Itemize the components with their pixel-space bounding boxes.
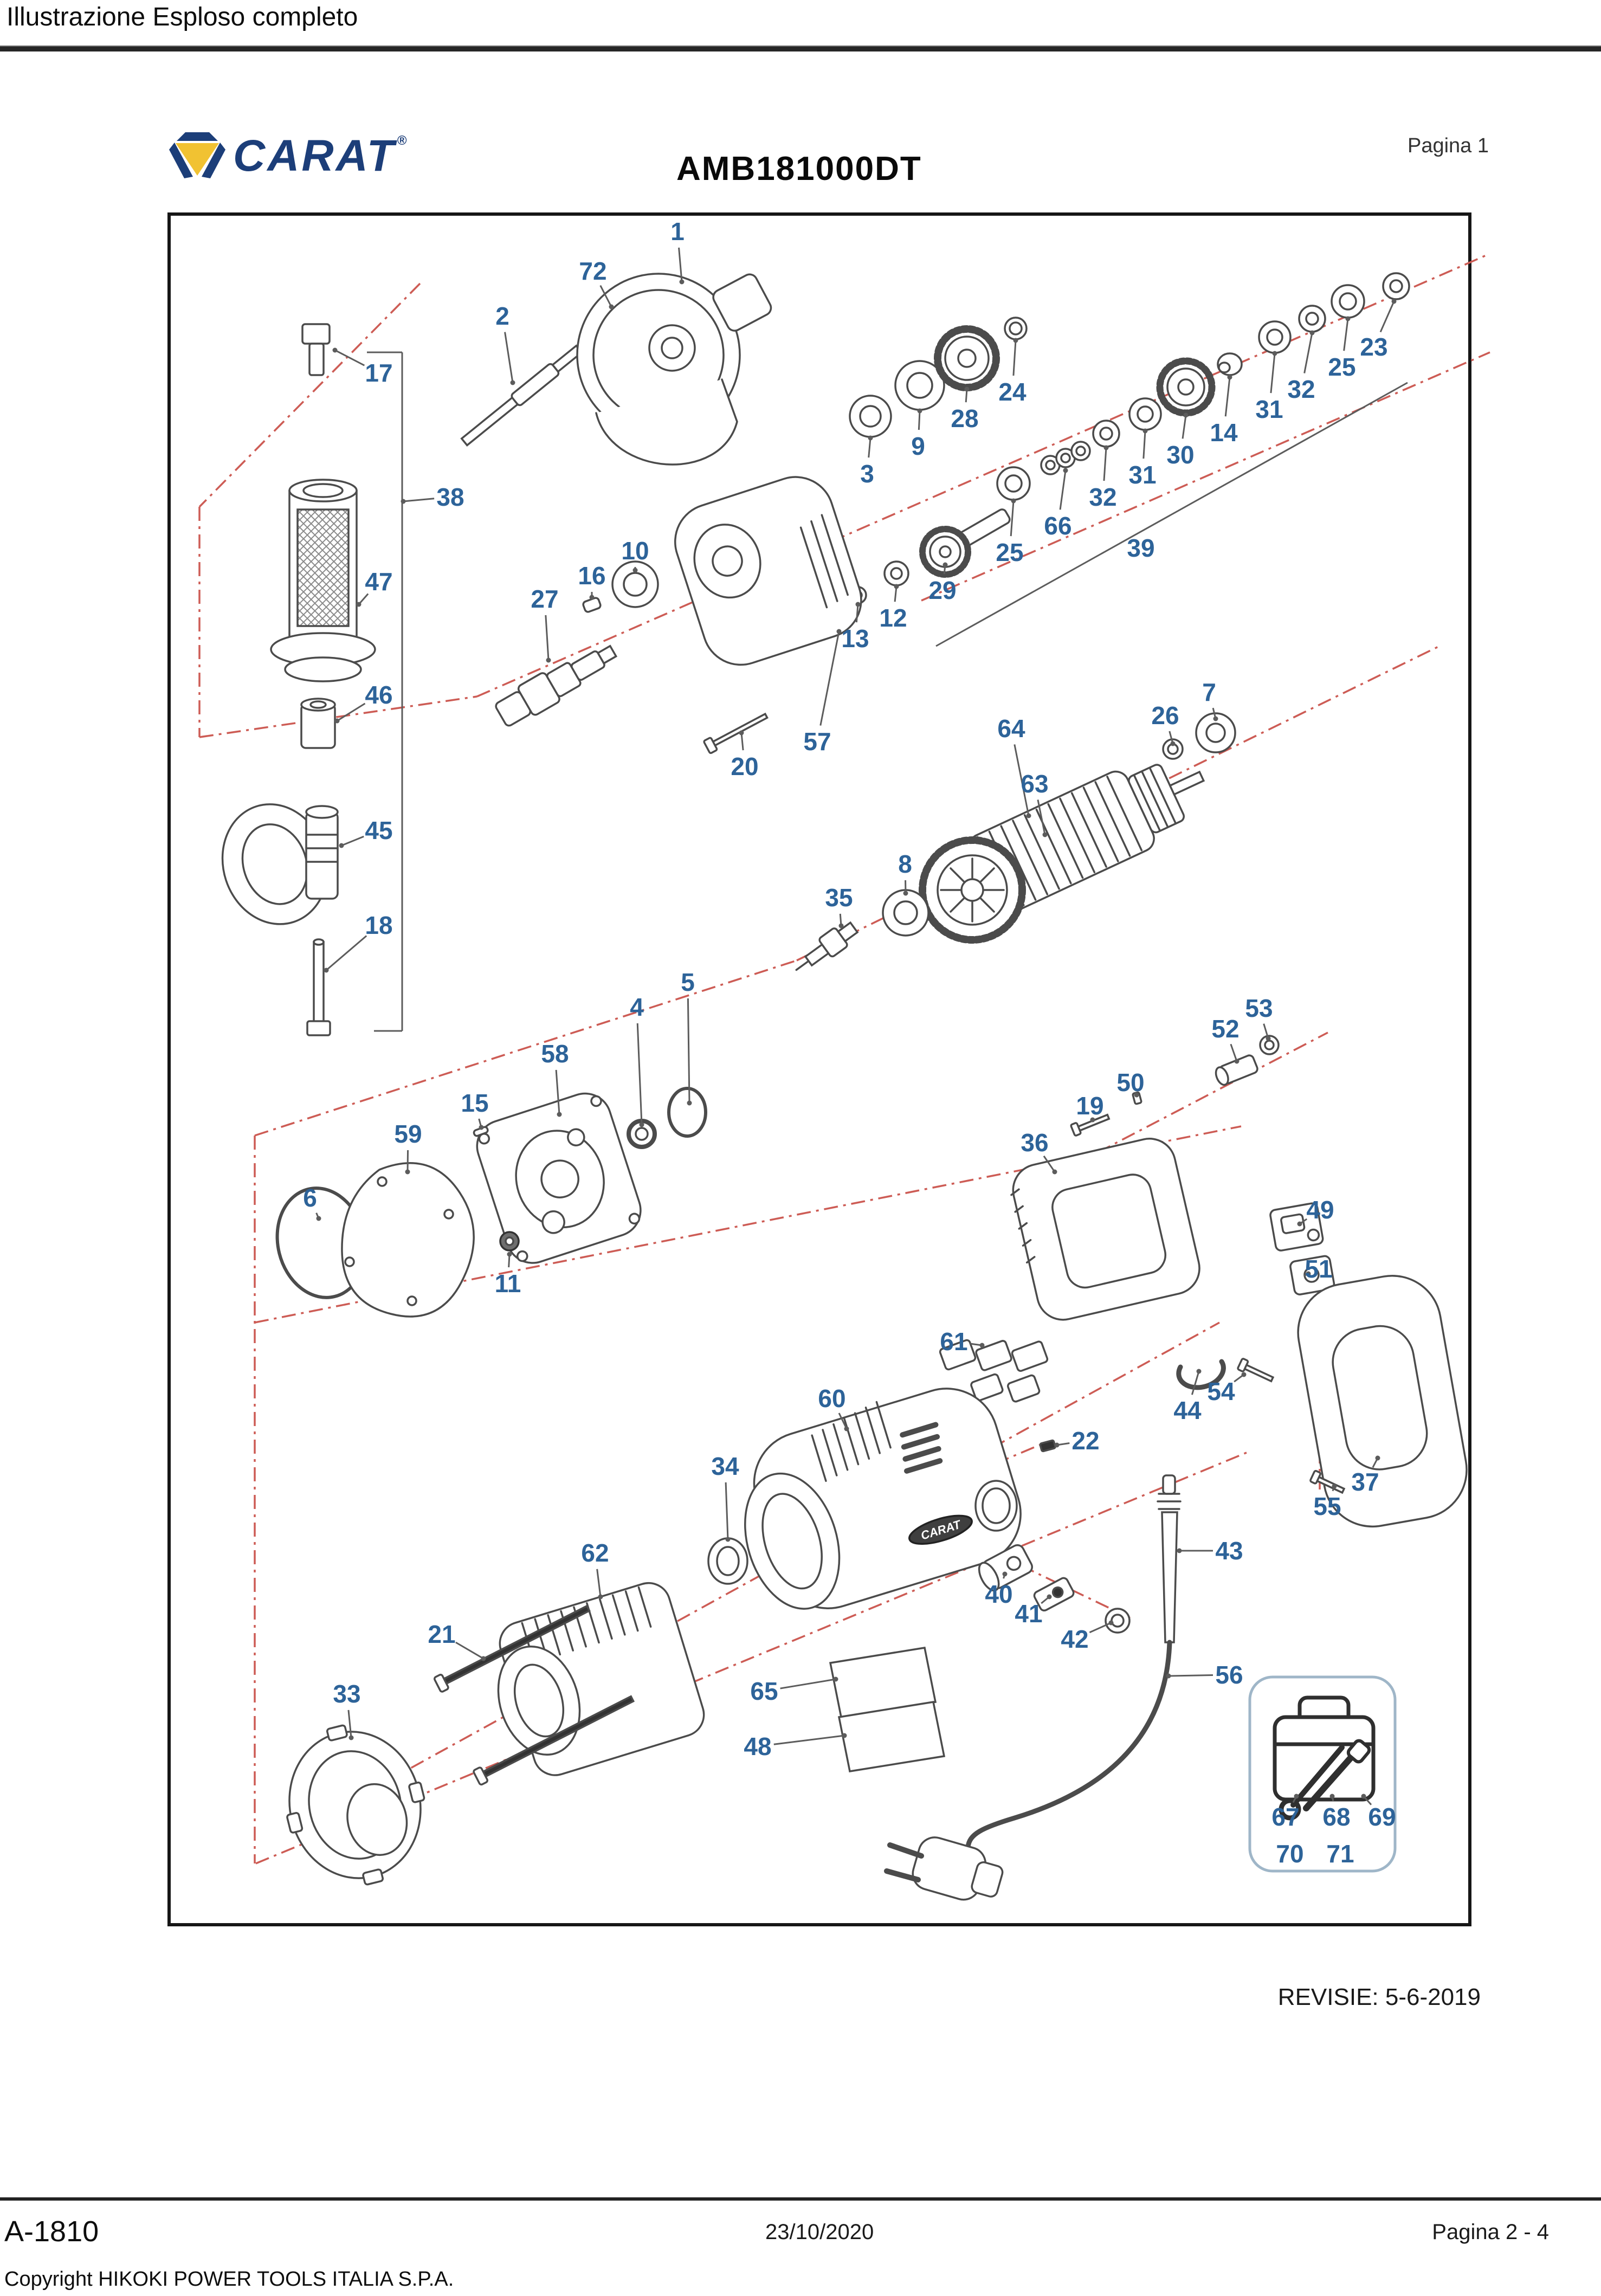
footer-rule <box>0 2197 1601 2201</box>
diagram-page-label: Pagina 1 <box>1407 134 1489 157</box>
registered-mark: ® <box>397 133 409 148</box>
part-label-32: 32 <box>1089 483 1117 511</box>
part-label-11: 11 <box>494 1269 521 1298</box>
part-label-35: 35 <box>825 883 853 912</box>
part-label-54: 54 <box>1207 1377 1235 1405</box>
part-label-19: 19 <box>1076 1092 1104 1120</box>
part-label-8: 8 <box>898 850 912 878</box>
part-label-23: 23 <box>1360 333 1388 361</box>
part-label-43: 43 <box>1215 1537 1243 1565</box>
document-code: A-1810 <box>4 2215 99 2248</box>
part-label-71: 71 <box>1326 1840 1354 1868</box>
part-label-27: 27 <box>531 585 559 613</box>
part-label-38: 38 <box>436 483 464 511</box>
part-label-33: 33 <box>333 1680 361 1708</box>
document-date: 23/10/2020 <box>765 2220 874 2244</box>
part-label-49: 49 <box>1306 1196 1334 1224</box>
part-label-51: 51 <box>1305 1255 1333 1283</box>
part-label-14: 14 <box>1210 418 1238 447</box>
part-label-69: 69 <box>1368 1803 1396 1831</box>
part-label-28: 28 <box>951 404 979 433</box>
part-label-52: 52 <box>1211 1015 1240 1043</box>
part-label-25: 25 <box>1328 353 1356 381</box>
part-label-60: 60 <box>818 1384 846 1413</box>
part-label-34: 34 <box>711 1452 739 1480</box>
part-label-17: 17 <box>365 359 393 387</box>
part-label-36: 36 <box>1021 1128 1049 1157</box>
document-pages: Pagina 2 - 4 <box>1432 2220 1549 2244</box>
part-label-30: 30 <box>1166 441 1195 469</box>
part-label-40: 40 <box>985 1580 1013 1608</box>
part-label-12: 12 <box>879 604 907 632</box>
revision-note: REVISIE: 5-6-2019 <box>1277 1984 1481 2010</box>
part-label-26: 26 <box>1151 701 1179 730</box>
part-label-55: 55 <box>1313 1492 1341 1520</box>
part-label-64: 64 <box>997 714 1025 743</box>
carat-logo: CARAT® <box>169 131 408 181</box>
carat-wordmark: CARAT® <box>233 131 409 180</box>
part-label-70: 70 <box>1276 1840 1304 1868</box>
part-label-10: 10 <box>621 537 649 565</box>
part-label-56: 56 <box>1215 1661 1243 1689</box>
model-number: AMB181000DT <box>676 150 922 188</box>
part-label-29: 29 <box>928 576 957 604</box>
part-label-37: 37 <box>1351 1468 1379 1496</box>
part-label-16: 16 <box>578 562 606 590</box>
part-label-31: 31 <box>1255 395 1283 423</box>
copyright-line: Copyright HIKOKI POWER TOOLS ITALIA S.P.… <box>4 2268 454 2291</box>
part-label-67: 67 <box>1271 1803 1300 1831</box>
part-label-58: 58 <box>541 1040 569 1068</box>
part-label-46: 46 <box>365 681 393 709</box>
part-label-3: 3 <box>860 460 874 488</box>
part-label-66: 66 <box>1044 512 1072 540</box>
part-label-13: 13 <box>841 624 869 653</box>
part-label-63: 63 <box>1021 770 1049 798</box>
part-label-15: 15 <box>461 1089 489 1117</box>
part-label-18: 18 <box>365 911 393 939</box>
part-label-68: 68 <box>1322 1803 1351 1831</box>
part-label-57: 57 <box>803 727 831 756</box>
title-rule <box>0 46 1601 51</box>
part-label-2: 2 <box>495 302 509 330</box>
carat-diamond-icon <box>169 132 225 178</box>
part-label-41: 41 <box>1015 1600 1043 1628</box>
part-label-31: 31 <box>1128 461 1157 489</box>
part-label-6: 6 <box>303 1184 317 1212</box>
part-label-24: 24 <box>998 378 1027 406</box>
part-label-65: 65 <box>750 1677 778 1705</box>
part-label-53: 53 <box>1245 994 1273 1022</box>
part-label-39: 39 <box>1127 534 1155 562</box>
part-label-62: 62 <box>581 1539 609 1567</box>
part-label-21: 21 <box>428 1620 456 1648</box>
part-label-32: 32 <box>1287 375 1315 403</box>
part-label-7: 7 <box>1202 678 1216 706</box>
part-label-9: 9 <box>911 432 925 460</box>
part-label-5: 5 <box>681 968 695 996</box>
part-label-20: 20 <box>731 752 759 781</box>
part-label-61: 61 <box>940 1327 968 1356</box>
part-label-25: 25 <box>996 538 1024 566</box>
part-label-44: 44 <box>1173 1396 1202 1424</box>
part-label-45: 45 <box>365 816 393 844</box>
part-label-48: 48 <box>744 1732 772 1760</box>
part-label-42: 42 <box>1061 1625 1089 1653</box>
part-label-47: 47 <box>365 567 393 596</box>
page-title: Illustrazione Esploso completo <box>7 3 358 31</box>
part-label-22: 22 <box>1071 1427 1100 1455</box>
part-label-1: 1 <box>670 217 685 246</box>
part-label-59: 59 <box>394 1120 422 1148</box>
part-label-50: 50 <box>1116 1068 1145 1097</box>
part-label-4: 4 <box>630 993 644 1021</box>
part-label-72: 72 <box>579 257 607 285</box>
